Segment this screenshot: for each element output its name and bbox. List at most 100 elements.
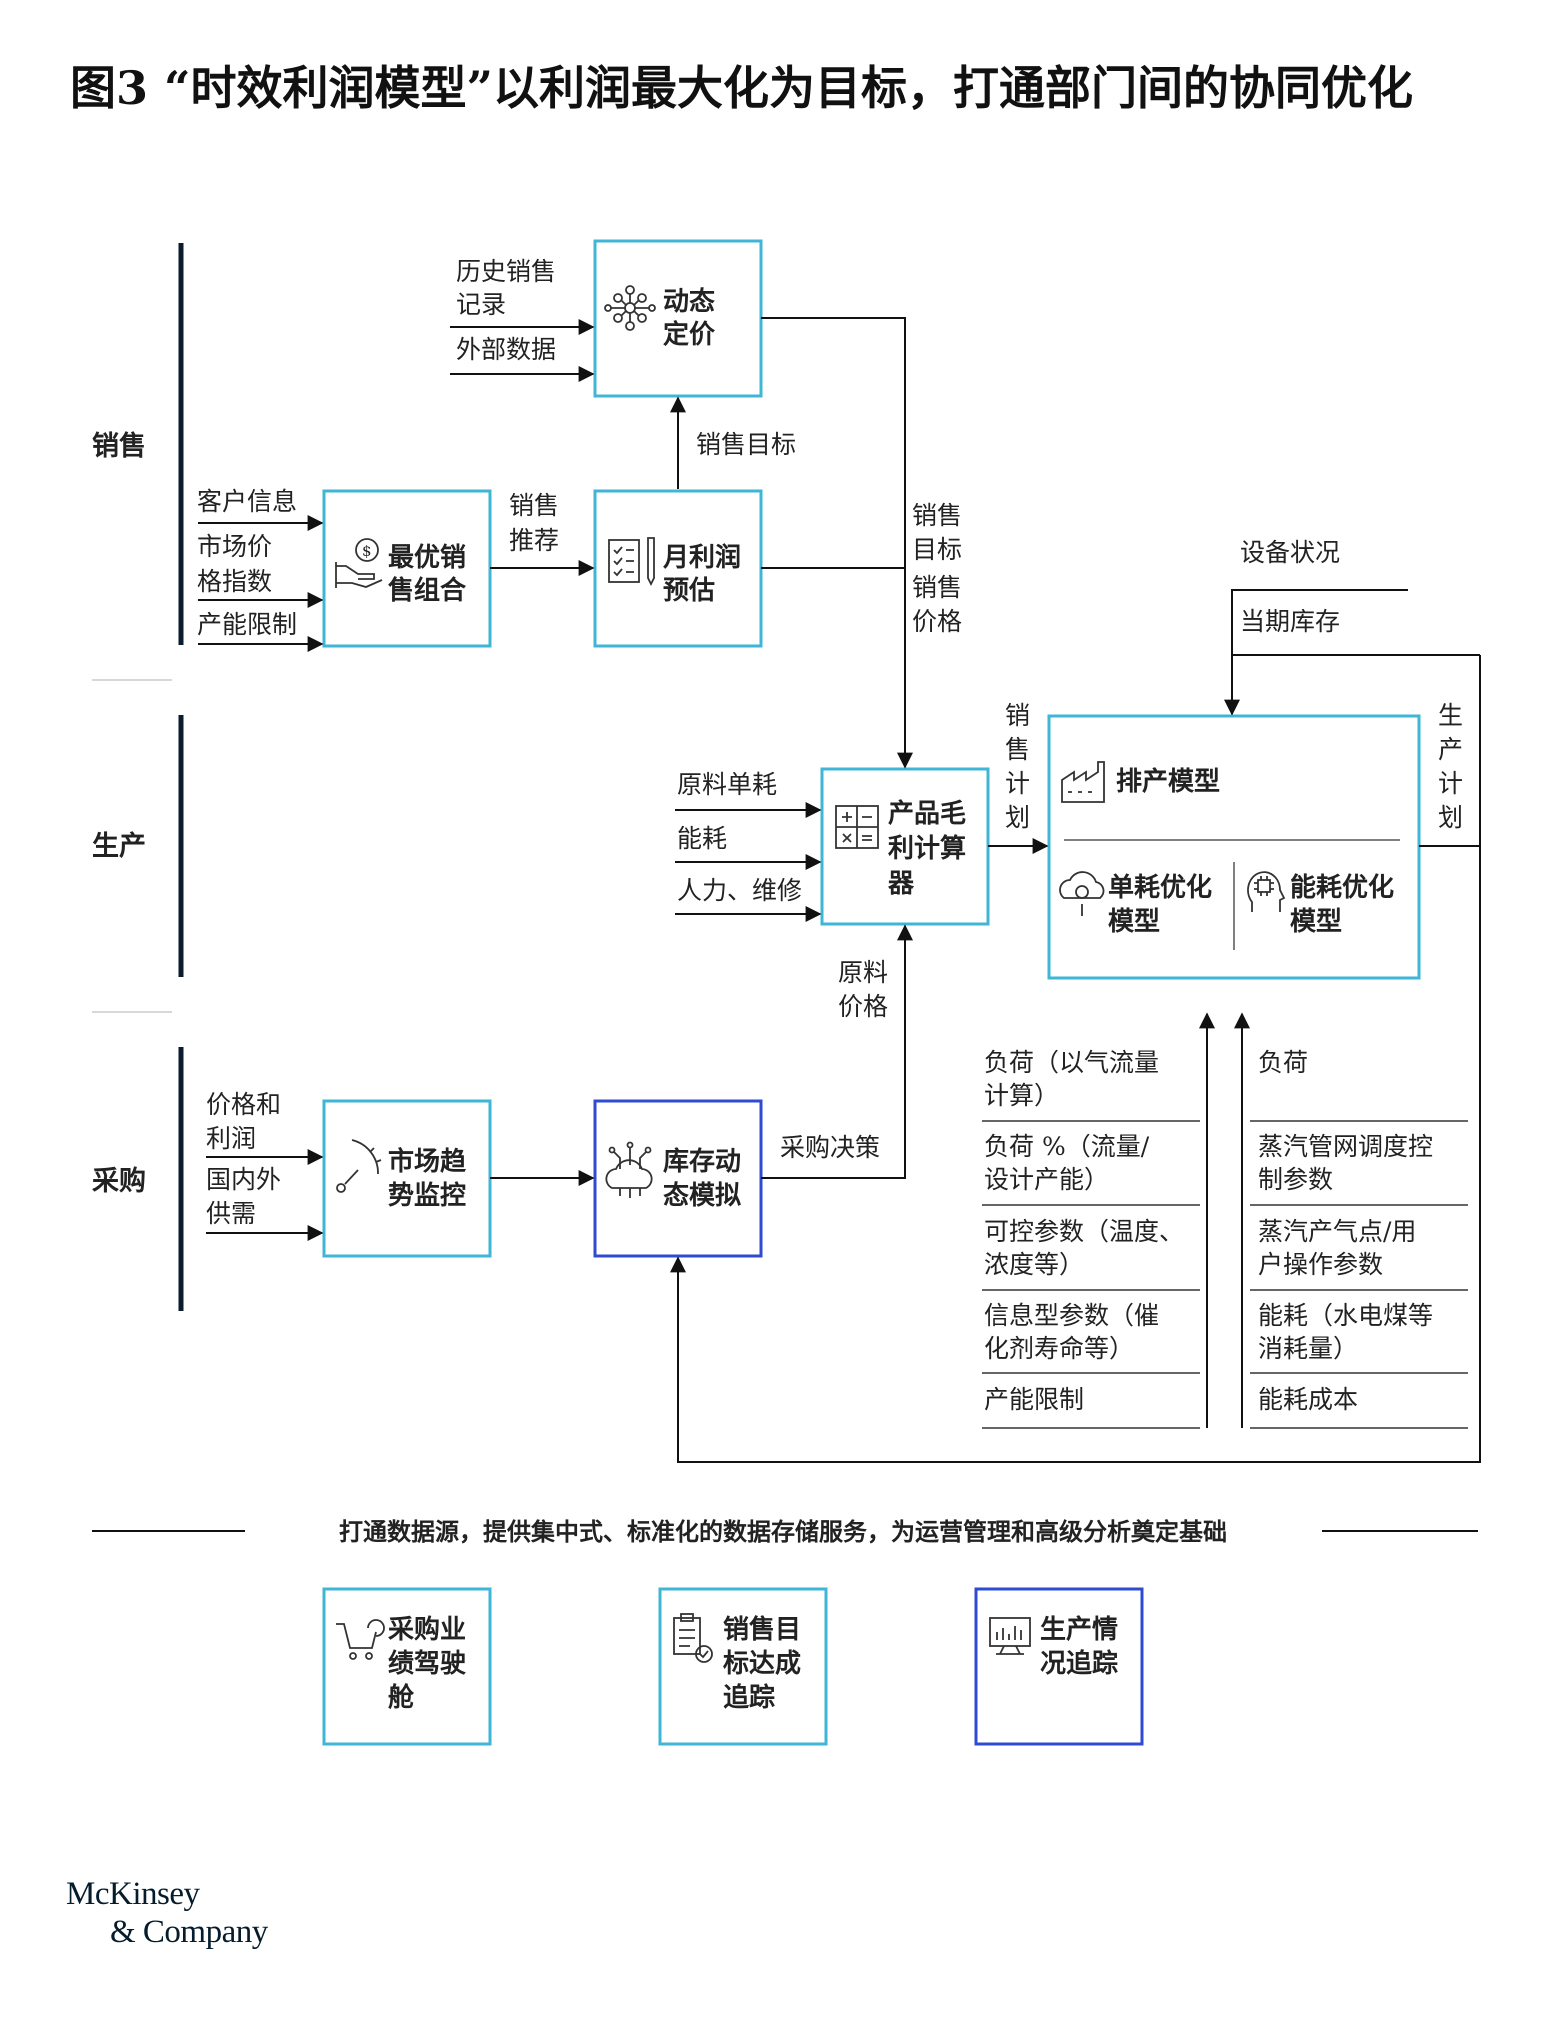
box-gross-profit-calc: 产品毛 利计算 器 <box>820 767 990 926</box>
label-external-data: 外部数据 <box>456 335 556 364</box>
mckinsey-logo: McKinsey & Company <box>66 1875 268 1951</box>
box-monthly-profit-line2: 预估 <box>663 576 715 606</box>
label-capacity-limit: 产能限制 <box>197 610 297 639</box>
box-market-trend-line1: 市场趋 <box>388 1146 467 1177</box>
bottom-box-3-line2: 况追踪 <box>1040 1648 1118 1679</box>
label-material-price-1: 原料 <box>838 958 888 987</box>
label-energy: 能耗 <box>677 824 727 853</box>
dept-procurement: 采购 <box>92 1166 146 1197</box>
label-production-plan-1: 生 <box>1438 701 1463 730</box>
label-sales-plan-2: 售 <box>1005 735 1030 764</box>
label-sales-target-price-1: 销售 <box>912 501 962 530</box>
box-scheduling-model: 排产模型 单耗优化 模型 能耗优化 模型 <box>1047 714 1421 980</box>
label-history-sales-1: 历史销售 <box>456 257 556 286</box>
shopping-cart-icon <box>336 1619 385 1660</box>
label-sales-target-price-3: 销售 <box>912 573 962 602</box>
right-list-item-5-line1: 能耗成本 <box>1258 1385 1358 1414</box>
banner: 打通数据源，提供集中式、标准化的数据存储服务，为运营管理和高级分析奠定基础 <box>92 1517 1478 1546</box>
right-list-item-3-line1: 蒸汽产气点/用 <box>1258 1217 1416 1246</box>
sub-model-2-line1: 能耗优化 <box>1290 872 1394 903</box>
label-production-plan-4: 划 <box>1438 803 1463 832</box>
head-chip-icon <box>1247 871 1286 912</box>
label-current-inventory: 当期库存 <box>1240 607 1340 636</box>
label-sales-plan-4: 划 <box>1005 803 1030 832</box>
gauge-icon <box>336 1139 382 1193</box>
clipboard-check-icon <box>673 1613 713 1663</box>
box-gross-profit-line1: 产品毛 <box>888 799 966 829</box>
bottom-box-2-line3: 追踪 <box>723 1682 775 1713</box>
left-list-item-1-line2: 计算） <box>984 1081 1059 1110</box>
bottom-box-1-line2: 绩驾驶 <box>388 1649 466 1679</box>
calculator-icon <box>835 805 879 849</box>
label-labor-maintenance: 人力、维修 <box>677 876 802 905</box>
checklist-icon <box>608 537 655 587</box>
box-optimal-sales-mix-line1: 最优销 <box>388 543 466 573</box>
label-production-plan-3: 计 <box>1438 769 1463 798</box>
hand-coin-icon: $ <box>335 538 383 588</box>
scheduling-model-title: 排产模型 <box>1116 767 1220 797</box>
bottom-box-3-line1: 生产情 <box>1040 1615 1118 1645</box>
right-list-item-3-line2: 户操作参数 <box>1258 1250 1383 1279</box>
logo-line1: McKinsey <box>66 1876 200 1912</box>
network-icon <box>604 285 656 331</box>
label-customer-info: 客户信息 <box>197 487 297 516</box>
banner-text: 打通数据源，提供集中式、标准化的数据存储服务，为运营管理和高级分析奠定基础 <box>339 1517 1227 1546</box>
box-inventory-sim-line2: 态模拟 <box>663 1180 741 1211</box>
label-price-profit-1: 价格和 <box>206 1090 281 1119</box>
bottom-box-procurement-cockpit: 采购业 绩驾驶 舱 <box>322 1587 492 1746</box>
label-domestic-supply-1: 国内外 <box>206 1165 281 1194</box>
sub-model-2-line2: 模型 <box>1290 907 1342 937</box>
bottom-box-2-line1: 销售目 <box>723 1614 801 1645</box>
label-sales-recommend-2: 推荐 <box>509 526 559 555</box>
dept-production: 生产 <box>92 831 146 862</box>
left-list-item-5-line1: 产能限制 <box>984 1385 1084 1414</box>
bottom-box-production-tracking: 生产情 况追踪 <box>974 1587 1144 1746</box>
box-gross-profit-line2: 利计算 <box>888 833 966 864</box>
bottom-box-sales-target-tracking: 销售目 标达成 追踪 <box>658 1587 828 1746</box>
sub-model-1-line1: 单耗优化 <box>1108 873 1212 903</box>
label-sales-recommend-1: 销售 <box>509 491 559 520</box>
box-optimal-sales-mix-line2: 售组合 <box>388 575 467 606</box>
label-sales-target-price-2: 目标 <box>912 535 962 564</box>
right-list-item-4-line2: 消耗量） <box>1258 1334 1358 1363</box>
box-optimal-sales-mix: $ 最优销 售组合 <box>322 489 492 648</box>
label-history-sales-2: 记录 <box>456 290 506 319</box>
bottom-box-2-line2: 标达成 <box>723 1649 801 1679</box>
connectors <box>198 317 1481 1463</box>
label-market-price-index-2: 格指数 <box>197 567 272 596</box>
box-inventory-sim-line1: 库存动 <box>663 1147 741 1177</box>
department-bars <box>92 243 184 1311</box>
box-market-trend-line2: 势监控 <box>388 1181 466 1211</box>
monitor-chart-icon <box>989 1617 1031 1655</box>
left-list-item-1-line1: 负荷（以气流量 <box>984 1048 1159 1077</box>
svg-text:$: $ <box>362 542 372 560</box>
box-dynamic-pricing-line1: 动态 <box>663 286 715 317</box>
box-dynamic-pricing: 动态 定价 <box>593 239 763 398</box>
box-market-trend: 市场趋 势监控 <box>322 1099 492 1258</box>
label-price-profit-2: 利润 <box>206 1124 256 1153</box>
left-list-item-4-line1: 信息型参数（催 <box>984 1301 1159 1330</box>
dept-sales: 销售 <box>92 430 146 462</box>
label-sales-plan-3: 计 <box>1005 769 1030 798</box>
page-title: 图3 “时效利润模型”以利润最大化为目标，打通部门间的协同优化 <box>70 61 1413 115</box>
label-sales-plan-1: 销 <box>1005 701 1030 730</box>
left-list-item-4-line2: 化剂寿命等） <box>984 1334 1134 1363</box>
label-material-consumption: 原料单耗 <box>677 770 777 799</box>
label-market-price-index-1: 市场价 <box>197 532 272 561</box>
left-list-item-2-line1: 负荷 %（流量/ <box>984 1132 1150 1161</box>
left-list-item-2-line2: 设计产能） <box>984 1165 1109 1194</box>
label-production-plan-2: 产 <box>1438 735 1463 764</box>
list-separators <box>982 1120 1468 1429</box>
right-list-item-1-line1: 负荷 <box>1258 1048 1308 1077</box>
label-equipment-status: 设备状况 <box>1240 538 1340 567</box>
left-list-item-3-line1: 可控参数（温度、 <box>984 1217 1184 1246</box>
box-inventory-sim: 库存动 态模拟 <box>593 1099 763 1258</box>
label-sales-target-price-4: 价格 <box>912 607 962 636</box>
right-list-item-2-line1: 蒸汽管网调度控 <box>1258 1132 1433 1161</box>
cloud-gear-icon <box>1059 871 1105 916</box>
label-domestic-supply-2: 供需 <box>206 1199 256 1228</box>
bottom-box-1-line1: 采购业 <box>388 1615 466 1645</box>
logo-line2: & Company <box>110 1914 268 1950</box>
label-material-price-2: 价格 <box>838 992 888 1021</box>
